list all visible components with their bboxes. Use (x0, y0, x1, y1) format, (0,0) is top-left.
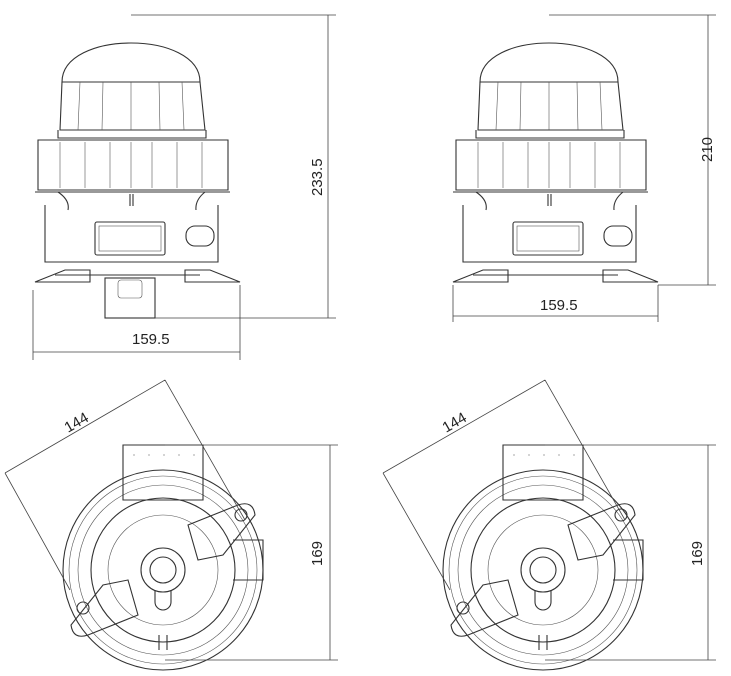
front-height-dimension: 233.5 (309, 158, 326, 196)
front-elevation-view: 233.5 159.5 (32, 14, 336, 360)
bottom-right-height-dimension: 169 (689, 541, 706, 566)
side-elevation-view: 210 159.5 (452, 14, 716, 322)
front-width-dimension: 159.5 (132, 331, 170, 348)
bottom-left-height-dimension: 169 (309, 541, 326, 566)
side-width-dimension: 159.5 (540, 297, 578, 314)
bottom-view-right: 144 169 (382, 379, 716, 671)
side-height-dimension: 210 (699, 137, 716, 162)
bottom-left-diagonal-dimension: 144 (62, 409, 92, 436)
bottom-right-diagonal-dimension: 144 (440, 409, 470, 436)
bottom-view-left: 144 169 (4, 379, 338, 671)
